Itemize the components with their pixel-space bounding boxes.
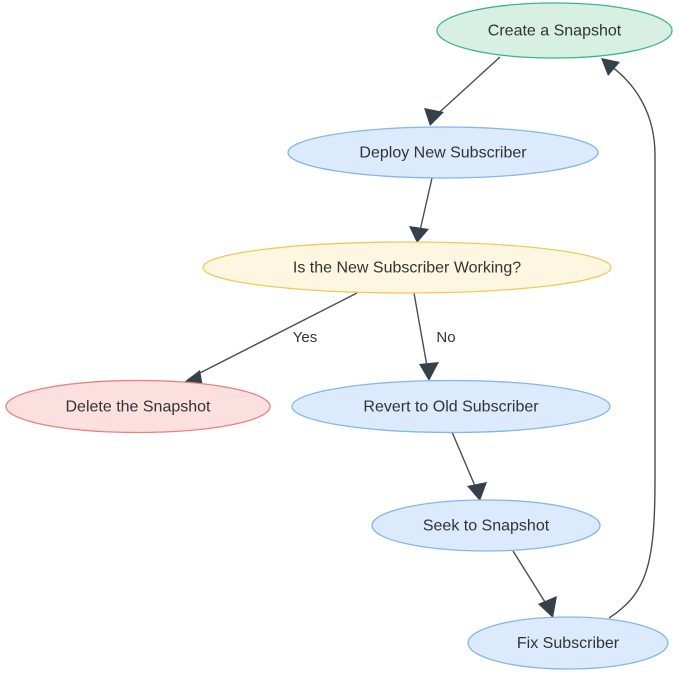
nodes-layer: Create a Snapshot Deploy New Subscriber …: [5, 2, 673, 670]
edge-deploy-to-decision-line: [418, 177, 433, 236]
edge-fix-to-create-line: [607, 63, 656, 619]
edge-decision-no-revert: No: [413, 292, 456, 381]
node-deploy-new-subscriber-shape[interactable]: [287, 126, 599, 179]
edge-create-to-deploy: [424, 56, 501, 126]
node-seek-to-snapshot[interactable]: Seek to Snapshot: [371, 499, 601, 552]
edge-seek-to-fix-arrowhead: [538, 596, 557, 618]
node-is-new-subscriber-working[interactable]: Is the New Subscriber Working?: [202, 241, 612, 294]
edge-fix-to-create-arrowhead: [601, 58, 620, 76]
node-seek-to-snapshot-shape[interactable]: [371, 499, 601, 552]
edge-seek-to-fix-line: [512, 550, 551, 611]
edge-deploy-to-decision-arrowhead: [409, 226, 429, 243]
edge-seek-to-fix: [512, 550, 557, 618]
node-delete-the-snapshot[interactable]: Delete the Snapshot: [5, 379, 271, 434]
edge-create-to-deploy-arrowhead: [424, 108, 444, 126]
edge-deploy-to-decision: [409, 177, 433, 243]
node-is-new-subscriber-working-shape[interactable]: [202, 241, 612, 294]
node-fix-subscriber-shape[interactable]: [467, 616, 669, 670]
node-deploy-new-subscriber[interactable]: Deploy New Subscriber: [287, 126, 599, 179]
edge-fix-to-create: [601, 58, 656, 619]
node-create-snapshot-shape[interactable]: [436, 2, 673, 59]
edge-label-no: No: [436, 329, 455, 346]
node-delete-the-snapshot-shape[interactable]: [5, 379, 271, 434]
edge-decision-yes-delete-line: [191, 292, 358, 378]
node-fix-subscriber[interactable]: Fix Subscriber: [467, 616, 669, 670]
edge-decision-yes-delete: Yes: [184, 292, 358, 387]
edge-decision-no-revert-arrowhead: [419, 362, 439, 381]
edge-revert-to-seek-arrowhead: [467, 482, 487, 501]
edges-layer: Yes No: [184, 56, 656, 619]
edge-decision-no-revert-line: [413, 292, 429, 373]
node-revert-to-old-subscriber-shape[interactable]: [291, 379, 611, 434]
node-create-snapshot[interactable]: Create a Snapshot: [436, 2, 673, 59]
edge-revert-to-seek: [451, 431, 487, 501]
edge-label-yes: Yes: [293, 329, 317, 346]
edge-create-to-deploy-line: [431, 56, 501, 120]
node-revert-to-old-subscriber[interactable]: Revert to Old Subscriber: [291, 379, 611, 434]
edge-revert-to-seek-line: [451, 431, 479, 494]
